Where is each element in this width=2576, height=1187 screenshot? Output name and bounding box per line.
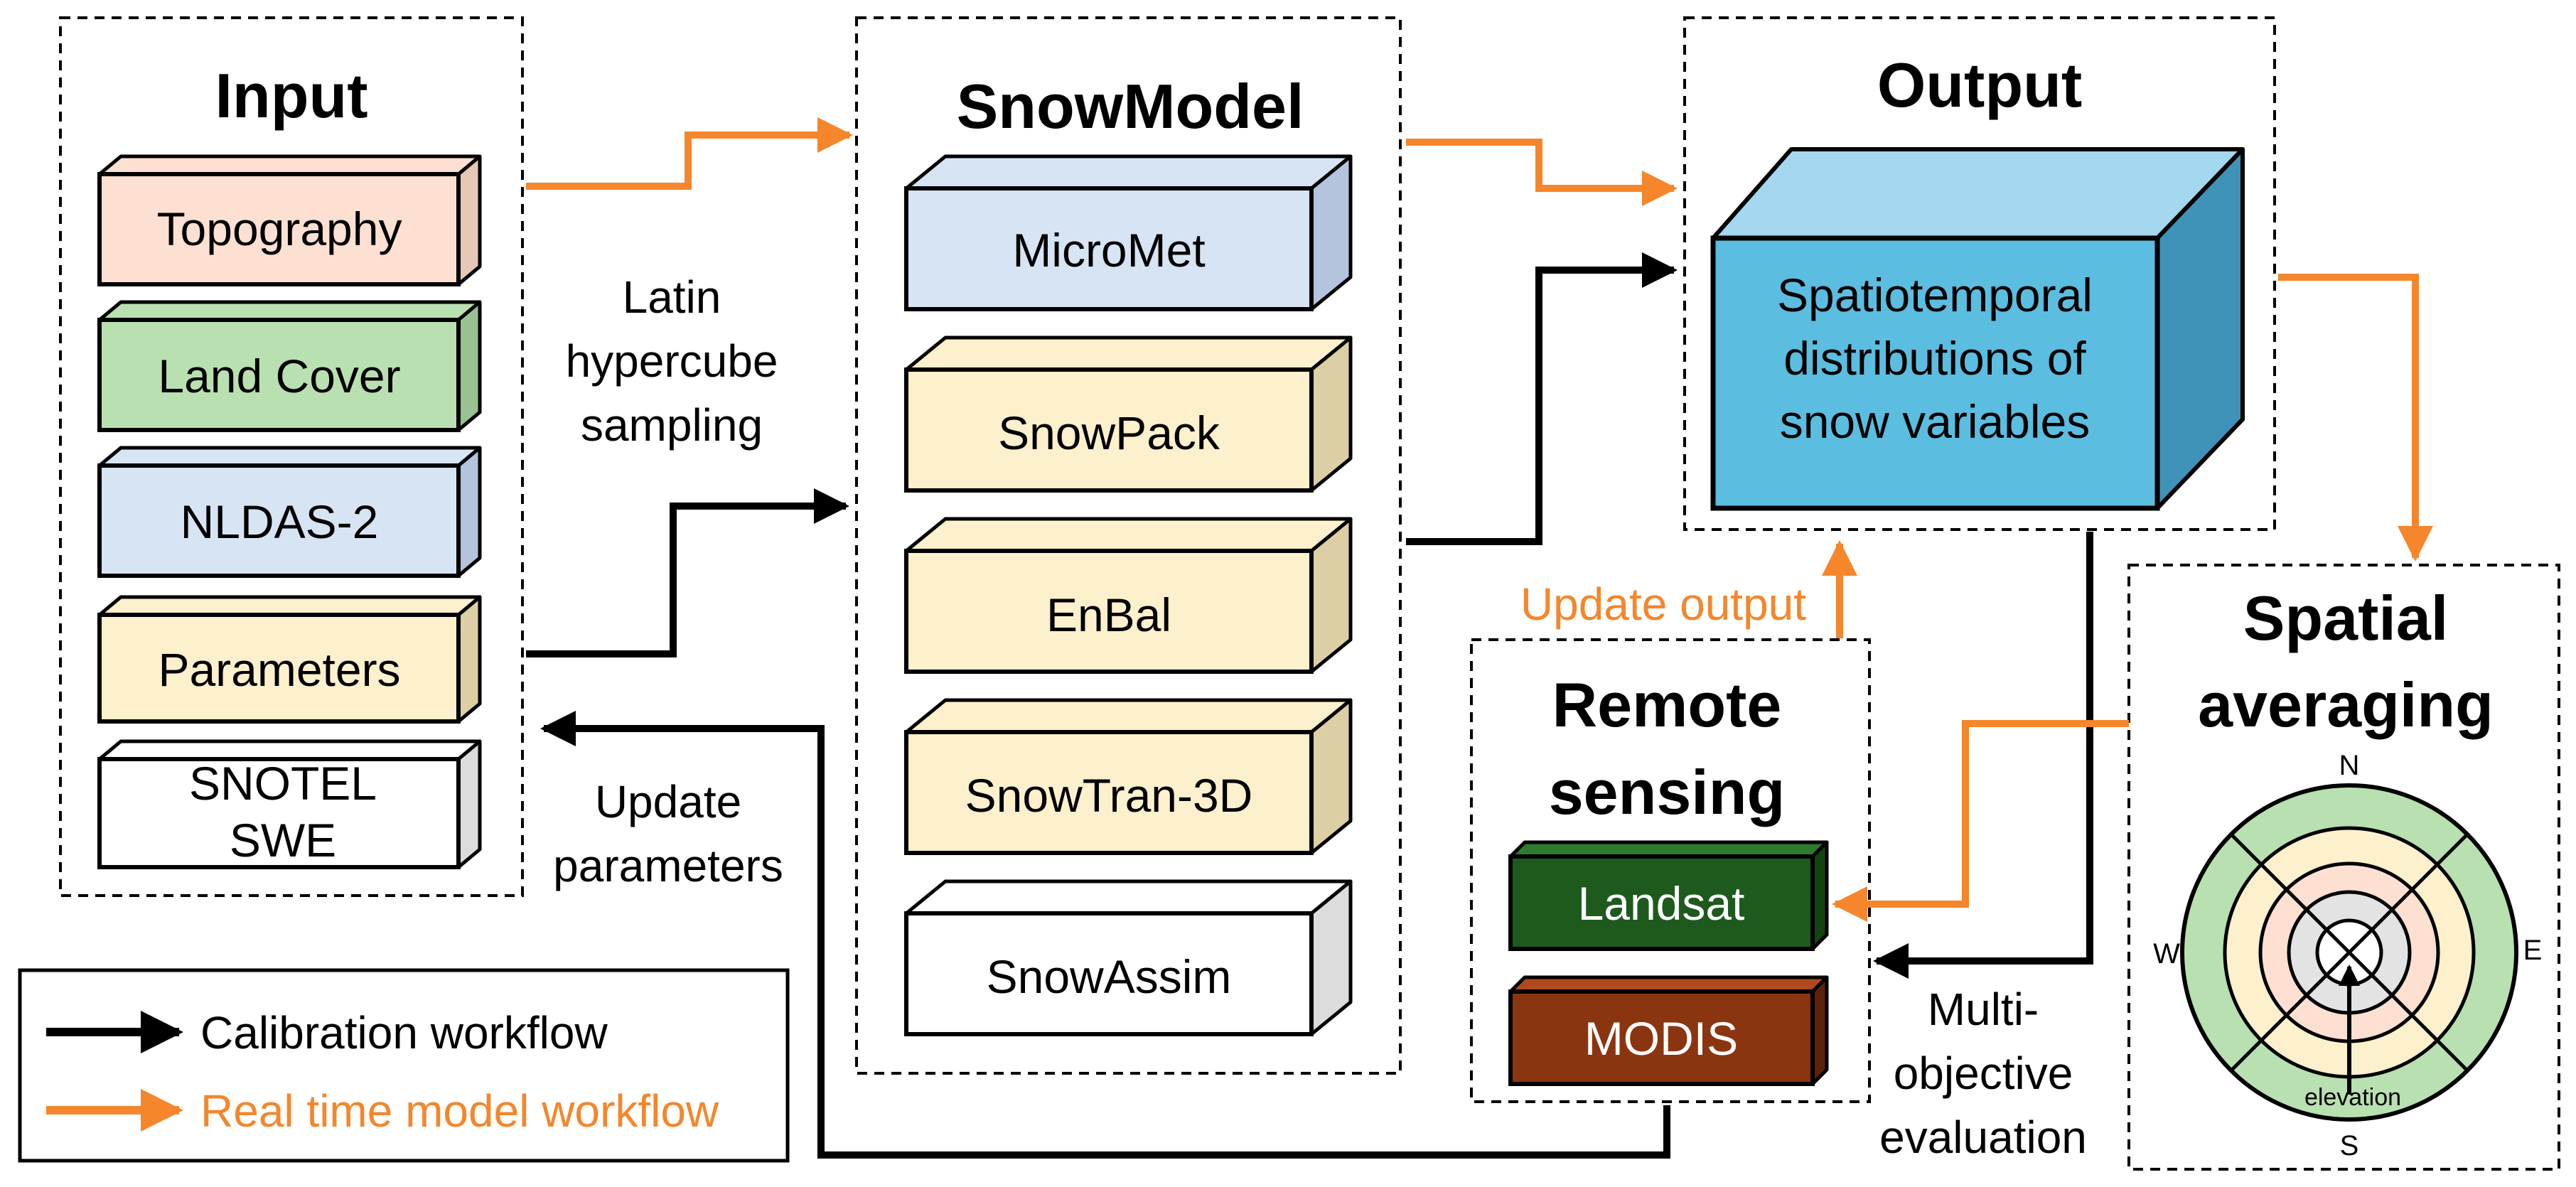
input-label-land-cover: Land Cover: [158, 350, 400, 402]
input-title: Input: [215, 60, 367, 131]
remote-sensing-panel: Remote sensing Landsat MODIS: [1470, 638, 1871, 1103]
remote-sensing-title-line1: Remote: [1552, 670, 1782, 740]
input-box-snotel: SNOTEL SWE: [97, 739, 482, 869]
elevation-aspect-diagram: N S E W elevation: [2153, 750, 2542, 1161]
spatial-averaging-panel: Spatial averaging N S E W elevation: [2127, 564, 2560, 1171]
compass-east: E: [2523, 935, 2543, 966]
input-box-parameters: Parameters: [97, 595, 482, 724]
arrow-input-to-snowmodel: [526, 117, 853, 190]
arrow-output-to-spatial: [2278, 274, 2433, 562]
input-label-parameters: Parameters: [158, 643, 400, 696]
model-box-snowtran: SnowTran-3D: [904, 698, 1353, 855]
compass-south: S: [2340, 1130, 2359, 1161]
output-text-line2: distributions of: [1783, 332, 2086, 385]
arrow-spatial-to-landsat: [1832, 720, 2129, 922]
compass-north: N: [2339, 750, 2360, 781]
model-box-micromet: MicroMet: [904, 154, 1353, 311]
output-text-line1: Spatiotemporal: [1777, 269, 2093, 321]
output-cube: Spatiotemporal distributions of snow var…: [1710, 147, 2245, 511]
svg-text:sampling: sampling: [581, 399, 763, 451]
arrow-calibration-input-to-snowmodel: [526, 488, 849, 657]
spatial-title-line2: averaging: [2198, 670, 2494, 740]
output-text-line3: snow variables: [1780, 395, 2091, 448]
model-label-snowpack: SnowPack: [998, 407, 1220, 459]
svg-text:hypercube: hypercube: [566, 335, 778, 387]
svg-text:Latin: Latin: [623, 272, 721, 323]
model-label-snowassim: SnowAssim: [987, 950, 1232, 1003]
svg-text:parameters: parameters: [553, 840, 783, 891]
snowmodel-panel: SnowModel MicroMet SnowPack EnBal SnowTr…: [855, 16, 1402, 1075]
arrow-snowmodel-to-output: [1406, 139, 1678, 206]
remote-sensing-title-line2: sensing: [1549, 757, 1786, 827]
model-label-micromet: MicroMet: [1012, 224, 1205, 276]
update-output-label: Update output: [1520, 579, 1806, 630]
legend-calibration-label: Calibration workflow: [200, 1007, 608, 1058]
svg-text:objective: objective: [1894, 1048, 2073, 1099]
landsat-box: Landsat: [1508, 840, 1829, 951]
evaluation-label: Multi- objective evaluation: [1879, 984, 2087, 1163]
input-box-topography: Topography: [97, 154, 482, 286]
arrow-update-parameters: [540, 711, 1670, 1159]
spatial-title-line1: Spatial: [2243, 583, 2449, 653]
snowmodel-title: SnowModel: [957, 71, 1304, 141]
model-box-snowpack: SnowPack: [904, 335, 1353, 493]
input-label-topography: Topography: [157, 203, 402, 255]
legend-realtime-label: Real time model workflow: [200, 1085, 719, 1137]
svg-text:Multi-: Multi-: [1928, 984, 2039, 1035]
elevation-label: elevation: [2304, 1084, 2401, 1111]
input-label-nldas: NLDAS-2: [181, 495, 379, 548]
model-box-enbal: EnBal: [904, 517, 1353, 674]
input-label-snotel-line1: SNOTEL: [189, 757, 377, 810]
input-box-land-cover: Land Cover: [97, 300, 482, 432]
legend: Calibration workflow Real time model wor…: [18, 968, 790, 1163]
modis-label: MODIS: [1584, 1012, 1738, 1065]
arrow-calibration-snowmodel-to-output: [1406, 252, 1678, 545]
input-box-nldas: NLDAS-2: [97, 446, 482, 578]
model-label-enbal: EnBal: [1046, 589, 1171, 641]
svg-text:evaluation: evaluation: [1879, 1112, 2087, 1163]
update-parameters-label: Update parameters: [553, 776, 783, 891]
input-label-snotel-line2: SWE: [230, 814, 336, 866]
output-panel: Output Spatiotemporal distributions of s…: [1683, 16, 2276, 531]
svg-text:Update: Update: [595, 776, 741, 827]
landsat-label: Landsat: [1578, 877, 1745, 930]
model-label-snowtran: SnowTran-3D: [965, 769, 1253, 822]
output-title: Output: [1877, 50, 2082, 120]
arrow-output-to-remote-sensing: [1873, 532, 2093, 979]
model-box-snowassim: SnowAssim: [904, 879, 1353, 1036]
sampling-label: Latin hypercube sampling: [566, 272, 778, 451]
modis-box: MODIS: [1508, 975, 1829, 1086]
compass-west: W: [2153, 938, 2180, 970]
input-panel: Input Topography Land Cover NLDAS-2: [59, 16, 524, 897]
